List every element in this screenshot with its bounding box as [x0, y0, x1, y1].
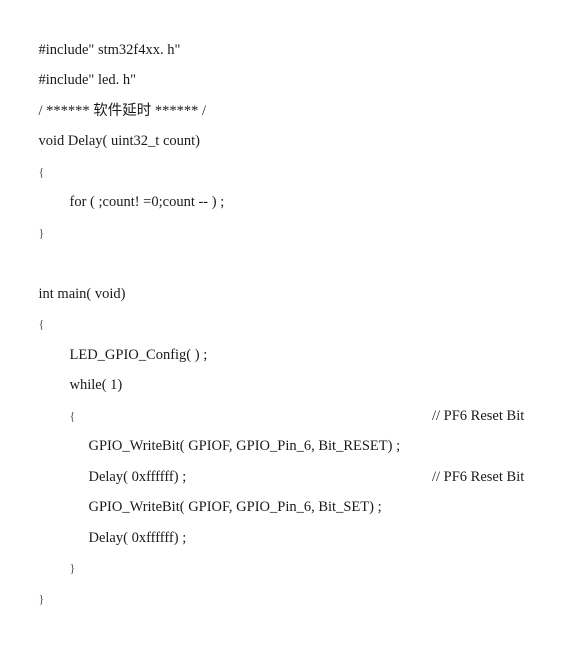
code-line-delay-call: Delay( 0xffffff) ; — [0, 431, 562, 485]
code-line-include-led: #include" led. h" — [0, 35, 562, 88]
code-brace: { — [38, 164, 45, 179]
code-brace: } — [38, 225, 45, 240]
code-line-close-brace: } — [0, 523, 562, 575]
code-inline-comment: // PF6 Reset Bit — [432, 407, 525, 424]
code-inline-comment: // PF6 Reset Bit — [432, 468, 525, 485]
code-line-while: while( 1) — [0, 340, 562, 393]
code-line-blank — [0, 218, 562, 249]
code-line-open-brace: { — [0, 370, 562, 423]
code-line-delay-call: Delay( 0xffffff) ; — [0, 492, 562, 546]
code-text: while( 1) — [69, 377, 123, 393]
code-line-open-brace: { — [0, 279, 562, 331]
code-text: GPIO_WriteBit( GPIOF, GPIO_Pin_6, Bit_SE… — [88, 499, 382, 515]
code-text: #include" stm32f4xx. h" — [38, 41, 181, 58]
code-text: Delay( 0xffffff) ; — [88, 468, 187, 485]
code-line-writebit-set: GPIO_WriteBit( GPIOF, GPIO_Pin_6, Bit_SE… — [0, 462, 562, 516]
code-line-delay-signature: void Delay( uint32_t count) — [0, 96, 562, 149]
code-line-comment-delay: / ****** 软件延时 ****** / — [0, 65, 562, 119]
code-line-writebit-reset: GPIO_WriteBit( GPIOF, GPIO_Pin_6, Bit_RE… — [0, 401, 562, 455]
code-brace: { — [69, 408, 76, 423]
code-comment: / ****** 软件延时 ****** / — [38, 102, 207, 119]
code-text: int main( void) — [38, 285, 126, 302]
code-line-led-config: LED_GPIO_Config( ) ; — [0, 309, 562, 363]
code-line-close-brace: } — [0, 187, 562, 240]
code-brace: { — [38, 317, 45, 331]
code-listing: #include" stm32f4xx. h" #include" led. h… — [0, 4, 562, 606]
code-brace: } — [38, 591, 45, 606]
code-line-main-signature: int main( void) — [0, 248, 562, 302]
code-text: for ( ;count! =0;count -- ) ; — [69, 194, 225, 210]
code-line-close-brace: } — [0, 553, 562, 606]
code-line-include-stm32: #include" stm32f4xx. h" — [0, 4, 562, 58]
code-text: #include" led. h" — [38, 72, 137, 88]
code-text: LED_GPIO_Config( ) ; — [69, 346, 208, 363]
code-line-for-loop: for ( ;count! =0;count -- ) ; — [0, 157, 562, 210]
code-line-open-brace: { — [0, 126, 562, 179]
code-text: GPIO_WriteBit( GPIOF, GPIO_Pin_6, Bit_RE… — [88, 438, 401, 454]
code-text: void Delay( uint32_t count) — [38, 133, 200, 149]
